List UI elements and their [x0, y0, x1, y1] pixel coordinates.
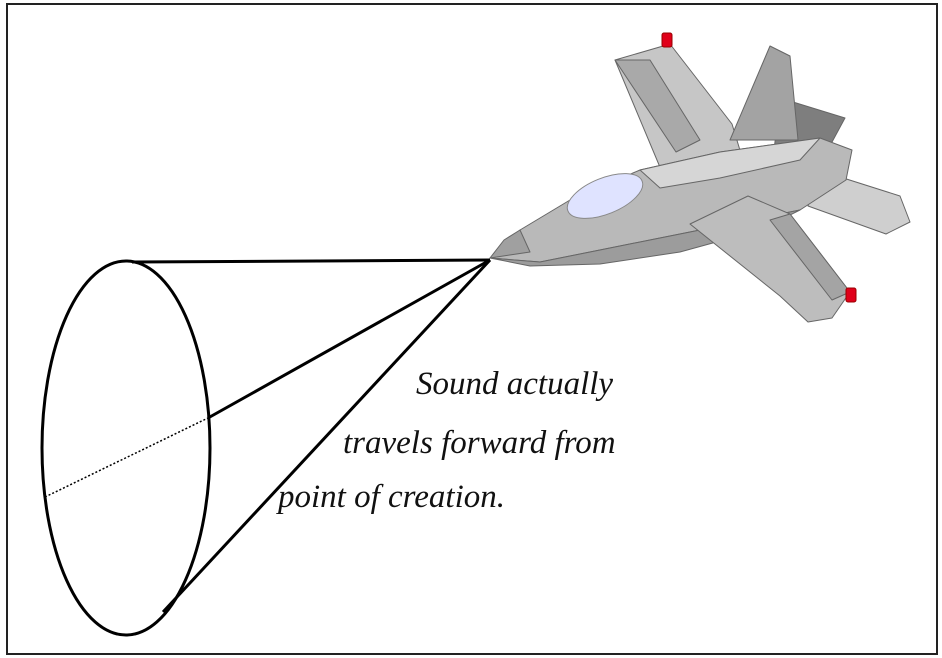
jet-fuselage-highlight [639, 137, 821, 189]
cone-bottom-edge [161, 258, 492, 614]
cone-hidden-edge [44, 417, 209, 498]
sound-cone [40, 258, 492, 637]
jet-vertical-tail-front [729, 45, 799, 141]
cone-top-edge [131, 258, 491, 264]
jet-lower-wing [689, 195, 851, 323]
caption-line-3: point of creation. [278, 479, 506, 515]
caption-line-1: Sound actually [416, 366, 614, 402]
jet-fuselage-underside [489, 209, 801, 267]
cone-middle-edge [207, 258, 491, 420]
jet-nose [489, 229, 531, 259]
cone-base-ellipse [40, 259, 212, 637]
jet-lower-wing-flap [769, 213, 851, 301]
jet-upper-wing-flap [614, 59, 701, 153]
fighter-jet-icon [489, 32, 911, 323]
jet-canopy [566, 173, 644, 219]
upper-wingtip-light [661, 32, 673, 48]
diagram-frame [6, 3, 938, 655]
caption-line-2: travels forward from [343, 425, 616, 461]
lower-wingtip-light [845, 287, 857, 303]
